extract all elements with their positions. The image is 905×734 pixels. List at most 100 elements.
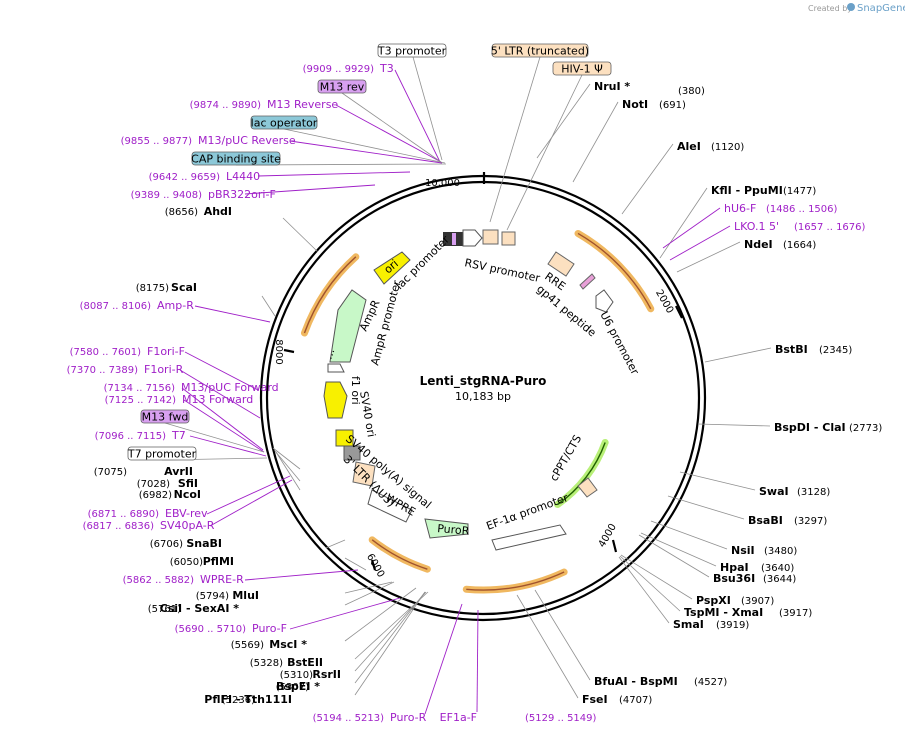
enzyme-line-bspdi-clai	[697, 423, 771, 427]
enzyme-line-pspxi	[620, 554, 693, 600]
primer-pos-f1ori-r: (7370 .. 7389)	[67, 365, 139, 376]
enzyme-pos-pspxi: (3907)	[741, 596, 774, 607]
feature-box-lac-operator	[250, 115, 318, 130]
enzyme-pos-nsii: (3480)	[764, 546, 797, 557]
primer-line-t3	[394, 69, 441, 163]
primer-line-f1ori-f	[184, 351, 259, 391]
ef1a-arrow	[491, 524, 567, 551]
credit-label: Created by	[808, 4, 852, 13]
arc-u6-line	[577, 232, 652, 310]
primer-sv40pa-r: SV40pA-R	[160, 519, 215, 532]
enzyme-pos-bstbi: (2345)	[819, 345, 852, 356]
primer-puro-r: Puro-R	[390, 711, 427, 724]
primer-t3: T3	[379, 62, 394, 75]
feature-box-t7-promoter	[127, 446, 197, 461]
primer-line-hu6-f	[662, 207, 721, 249]
psi-block	[501, 231, 516, 246]
primer-line-puro-f	[289, 597, 401, 630]
enzyme-line-pflfi-tth111i	[354, 591, 426, 696]
primer-f1ori-r: F1ori-R	[144, 363, 184, 376]
enzyme-fsei: FseI	[582, 693, 608, 706]
plasmid-size: 10,183 bp	[455, 390, 511, 403]
enzyme-line-nsii	[650, 520, 728, 550]
tick-label-4000: 4000	[597, 522, 619, 550]
enzyme-rsrii: RsrII	[312, 668, 341, 681]
primer-m13-puc-reverse: M13/pUC Reverse	[198, 134, 296, 147]
feature-label-t7-promoter: T7 promoter	[127, 448, 197, 461]
sv40-ori-block	[335, 429, 354, 447]
primer-line-l4440	[257, 171, 411, 177]
enzyme-line-sfii	[274, 450, 301, 482]
rsv-arrow	[462, 229, 483, 247]
primer-pos-m13-puc-forward: (7134 .. 7156)	[104, 383, 176, 394]
enzyme-sfii: SfiI	[178, 477, 198, 490]
tick-mark-4000	[611, 539, 618, 553]
primer-pos-ef1a-f: (5129 .. 5149)	[525, 713, 597, 724]
inner-label-cppt-cts: cPPT/CTS	[547, 433, 584, 484]
primer-line-pbr322ori-f	[244, 184, 376, 195]
enzyme-pflmi: PflMI	[203, 555, 234, 568]
inner-label-rsv-promoter: RSV promoter	[463, 256, 541, 285]
primer-pos-m13-forward: (7125 .. 7142)	[105, 395, 177, 406]
enzyme-line-ndei	[676, 241, 741, 273]
enzyme-pos-csii-sexai: (5761)	[148, 604, 181, 615]
primer-pbr322ori-f: pBR322ori-F	[208, 188, 276, 201]
enzyme-snabi: SnaBI	[186, 537, 222, 550]
feature-label-hiv-1: HIV-1 Ψ	[561, 63, 603, 76]
enzyme-bstbi: BstBI	[775, 343, 808, 356]
feature-label-m13-fwd: M13 fwd	[142, 411, 189, 424]
enzyme-smai: SmaI	[673, 618, 704, 631]
enzyme-pos-kfli-ppumi: (1477)	[783, 186, 816, 197]
primer-m13-puc-forward: M13/pUC Forward	[181, 381, 279, 394]
feature-label-t3-promoter: T3 promoter	[377, 45, 447, 58]
enzyme-line-ncoi	[275, 451, 301, 491]
enzyme-pos-scai: (8175)	[136, 283, 169, 294]
feature-box-cap-binding-site	[191, 151, 281, 166]
enzyme-pos-bspdi-clai: (2773)	[849, 423, 882, 434]
primer-pos-ebv-rev: (6871 .. 6890)	[88, 509, 160, 520]
primer-ef1a-f: EF1a-F	[440, 711, 477, 724]
rre-block	[547, 251, 575, 277]
primer-amp-r: Amp-R	[157, 299, 194, 312]
primer-pos-f1ori-f: (7580 .. 7601)	[70, 347, 142, 358]
primer-line-m13-puc-reverse	[289, 140, 443, 164]
enzyme-pos-snabi: (6706)	[150, 539, 183, 550]
inner-label-u6-promoter: U6 promoter	[597, 309, 641, 377]
primer-pos-puro-f: (5690 .. 5710)	[175, 624, 247, 635]
enzyme-pos-pflfi-tth111i: (5236)	[222, 695, 255, 706]
feature-box-hiv-1	[552, 61, 612, 76]
tick-mark-2000	[675, 305, 683, 319]
tick-label-8000: 8000	[273, 339, 284, 364]
primer-pos-m13-puc-reverse: (9855 .. 9877)	[121, 136, 193, 147]
primer-line-m13-forward	[183, 399, 265, 453]
enzyme-ahdi: AhdI	[204, 205, 232, 218]
primer-puro-f: Puro-F	[252, 622, 287, 635]
primer-pos-t3: (9909 .. 9929)	[303, 64, 375, 75]
enzyme-pos-rsrii: (5310)	[280, 670, 313, 681]
primer-pos-t7: (7096 .. 7115)	[95, 431, 167, 442]
enzyme-ndei: NdeI	[744, 238, 773, 251]
enzyme-pos-fsei: (4707)	[619, 695, 652, 706]
feature-label-5-ltr-truncated: 5' LTR (truncated)	[491, 45, 589, 58]
enzyme-line-nrui	[536, 83, 591, 159]
enzyme-pos-msci: (5569)	[231, 640, 264, 651]
enzyme-pos-ahdi: (8656)	[165, 207, 198, 218]
snapgene-logo-icon	[847, 3, 855, 11]
primer-line-amp-r	[194, 305, 271, 323]
enzyme-bsu36i: Bsu36I	[713, 572, 755, 585]
feature-box-5-ltr-truncated	[491, 43, 589, 58]
enzyme-line-csii-sexai	[344, 581, 395, 606]
feature-box-m13-fwd	[140, 409, 190, 424]
primer-line-f1ori-r	[179, 369, 261, 419]
enzyme-msci: MscI *	[269, 638, 307, 651]
ori-arrow	[373, 251, 411, 285]
enzyme-noti: NotI	[622, 98, 648, 111]
primer-line-puro-r	[424, 603, 463, 715]
enzyme-pos-tspmi-xmai: (3917)	[779, 608, 812, 619]
primer-pos-l4440: (9642 .. 9659)	[149, 172, 221, 183]
enzyme-kfli-ppumi: KflI - PpuMI	[711, 184, 783, 197]
enzyme-pos-pflmi: (6050)	[170, 557, 203, 568]
primer-hu6-f: hU6-F	[724, 202, 756, 215]
gp41-block	[579, 273, 596, 290]
